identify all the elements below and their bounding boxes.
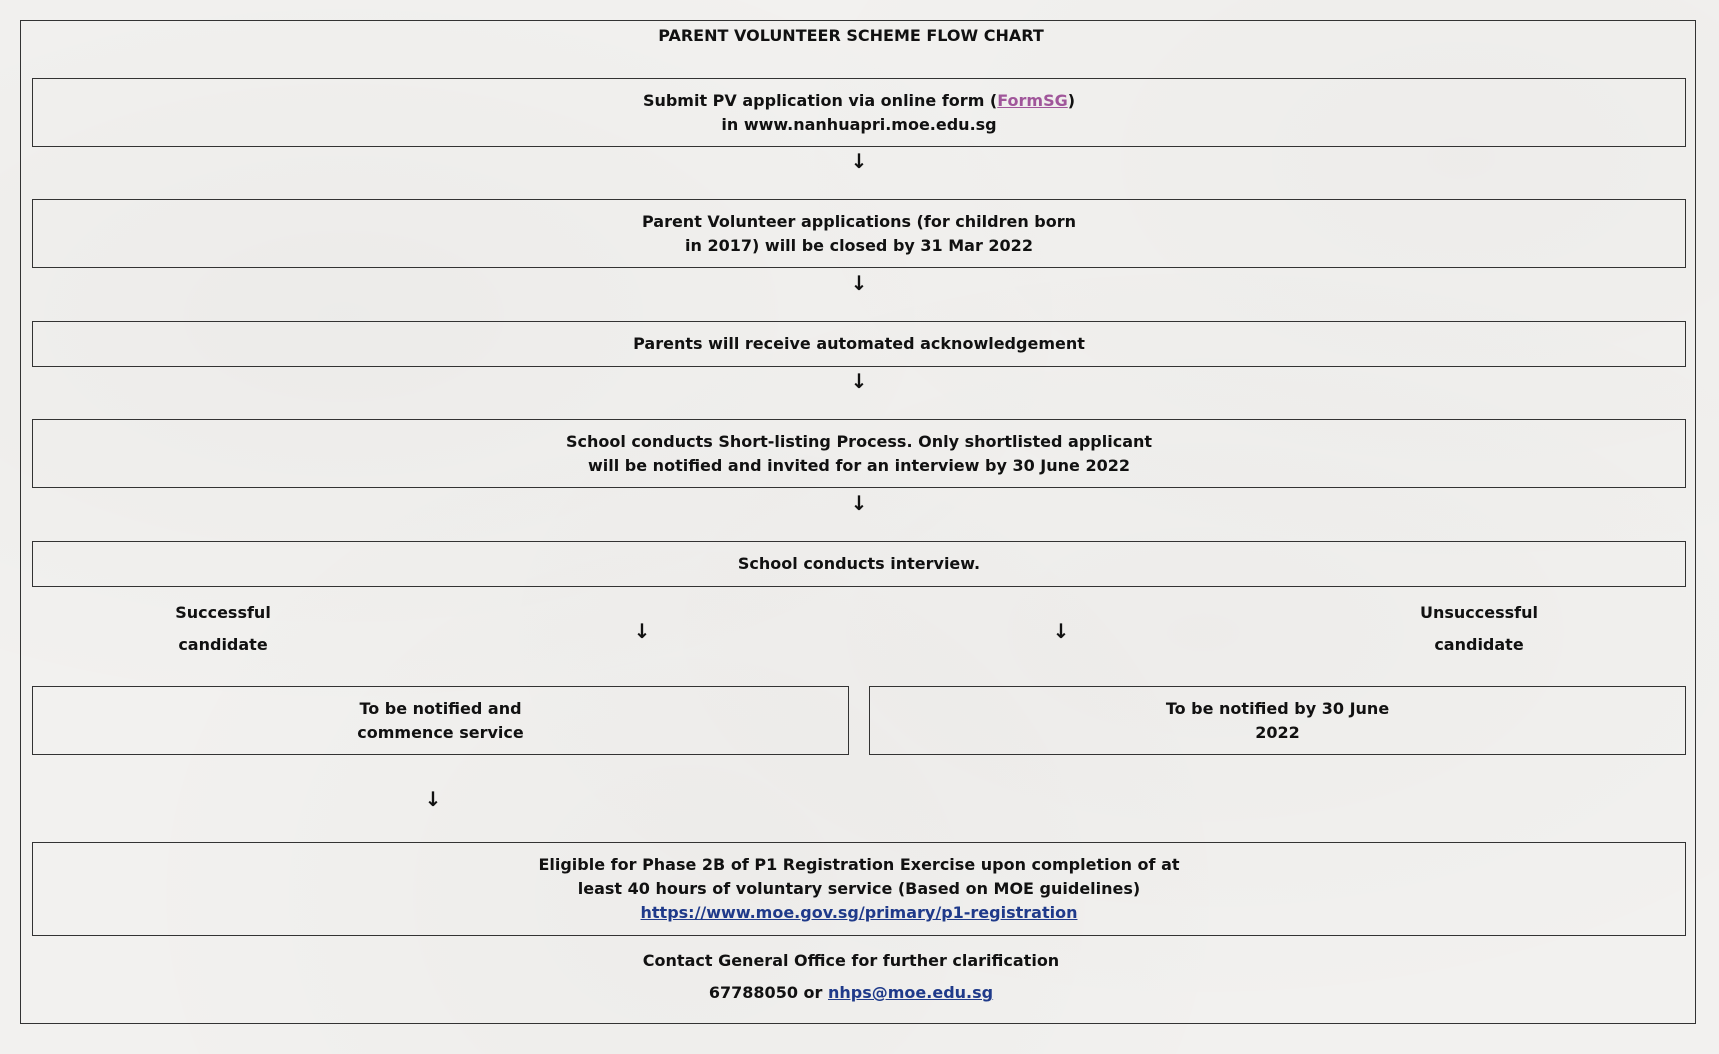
contact-line1: Contact General Office for further clari… — [642, 951, 1060, 970]
step-interview: School conducts interview. — [32, 541, 1686, 587]
step-submit-paren: ) — [1067, 90, 1076, 110]
step-shortlist-line2: will be notified and invited for an inte… — [588, 455, 1130, 475]
step-shortlist-line1: School conducts Short-listing Process. O… — [565, 431, 1153, 451]
eligibility-line1: Eligible for Phase 2B of P1 Registration… — [538, 855, 1180, 874]
successful-line1: Successful — [175, 603, 271, 622]
fail-outcome-line1: To be notified by 30 June — [1165, 698, 1390, 718]
contact-line2: 67788050 or nhps@moe.edu.sg — [20, 977, 1682, 1009]
successful-outcome-box: To be notified and commence service — [32, 686, 849, 755]
p1-registration-link[interactable]: https://www.moe.gov.sg/primary/p1-regist… — [640, 903, 1078, 922]
unsuccessful-line2: candidate — [1434, 635, 1524, 654]
successful-candidate-label: Successful candidate — [123, 597, 323, 661]
arrow-down-icon: ↓ — [424, 787, 442, 811]
success-outcome-line2: commence service — [357, 722, 524, 742]
step-acknowledgement: Parents will receive automated acknowled… — [32, 321, 1686, 367]
step-submit-text: Submit PV application via online form ( — [642, 90, 998, 110]
unsuccessful-outcome-box: To be notified by 30 June 2022 — [869, 686, 1686, 755]
step-eligibility: Eligible for Phase 2B of P1 Registration… — [32, 842, 1686, 936]
contact-phone: 67788050 or — [708, 983, 828, 1002]
email-link[interactable]: nhps@moe.edu.sg — [827, 983, 994, 1002]
step-submit-line2: in www.nanhuapri.moe.edu.sg — [721, 114, 997, 134]
step-interview-line1: School conducts interview. — [737, 554, 981, 573]
contact-section: Contact General Office for further clari… — [20, 945, 1682, 1009]
arrow-down-icon: ↓ — [850, 491, 868, 515]
step-applications-closed: Parent Volunteer applications (for child… — [32, 199, 1686, 268]
outer-frame — [20, 20, 1696, 1024]
arrow-down-icon: ↓ — [850, 271, 868, 295]
successful-line2: candidate — [178, 635, 268, 654]
step-submit-line1: Submit PV application via online form (F… — [643, 89, 1075, 113]
step-closed-line1: Parent Volunteer applications (for child… — [641, 211, 1077, 231]
flowchart-title: PARENT VOLUNTEER SCHEME FLOW CHART — [658, 26, 1044, 45]
unsuccessful-line1: Unsuccessful — [1420, 603, 1538, 622]
step-ack-line1: Parents will receive automated acknowled… — [633, 334, 1085, 353]
fail-outcome-line2: 2022 — [1255, 722, 1300, 742]
arrow-down-icon: ↓ — [850, 149, 868, 173]
step-submit-application: Submit PV application via online form (F… — [32, 78, 1686, 147]
arrow-down-icon: ↓ — [633, 619, 651, 643]
step-closed-line2: in 2017) will be closed by 31 Mar 2022 — [685, 235, 1033, 255]
step-shortlisting: School conducts Short-listing Process. O… — [32, 419, 1686, 488]
success-outcome-line1: To be notified and — [359, 698, 522, 718]
formsg-link[interactable]: FormSG — [997, 90, 1068, 110]
eligibility-line2: least 40 hours of voluntary service (Bas… — [577, 879, 1141, 898]
arrow-down-icon: ↓ — [850, 369, 868, 393]
arrow-down-icon: ↓ — [1052, 619, 1070, 643]
unsuccessful-candidate-label: Unsuccessful candidate — [1379, 597, 1579, 661]
